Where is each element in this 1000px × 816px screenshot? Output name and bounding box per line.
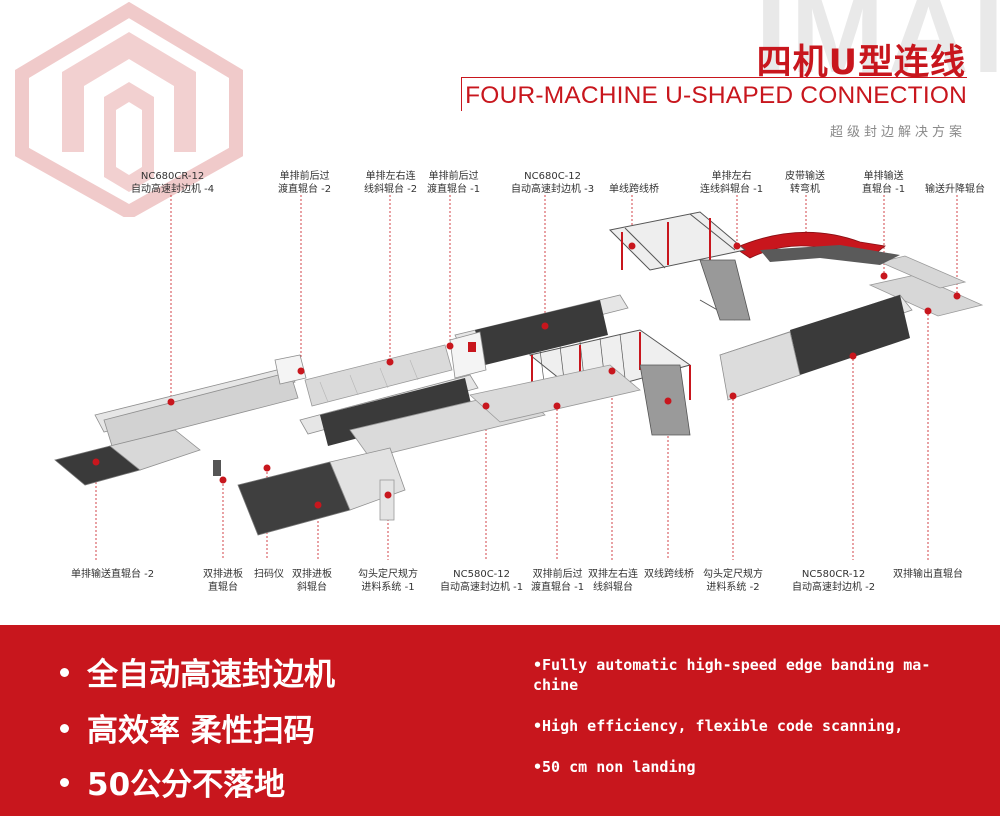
feature-cn-3: 50公分不落地 bbox=[60, 759, 285, 804]
label-single-conveyor-1: 单排输送直辊台 -1 bbox=[862, 171, 906, 195]
page-title-cn: 四机U型连线 bbox=[756, 43, 966, 83]
label-hook-feeding-1: 勾头定尺规方进料系统 -1 bbox=[358, 569, 418, 593]
feature-cn-1: 全自动高速封边机 bbox=[60, 649, 335, 694]
label-belt-turner: 皮带输送转弯机 bbox=[785, 171, 825, 195]
label-single-conveyor-2: 单排输送直辊台 -2 bbox=[71, 569, 155, 580]
bullet-icon bbox=[60, 778, 69, 787]
label-single-transition-1: 单排前后过渡直辊台 -1 bbox=[427, 171, 481, 195]
label-single-transition-2: 单排前后过渡直辊台 -2 bbox=[278, 171, 332, 195]
bullet-icon bbox=[60, 724, 69, 733]
feature-en-3: •50 cm non landing bbox=[533, 758, 696, 776]
brand-watermark: IMAI bbox=[755, 0, 1000, 96]
label-double-infeed-straight: 双排进板直辊台 bbox=[203, 569, 243, 593]
imai-logo bbox=[15, 2, 243, 217]
label-double-bridge: 双线跨线桥 bbox=[644, 569, 694, 580]
features-band: 全自动高速封边机 高效率 柔性扫码 50公分不落地 •Fully automat… bbox=[0, 625, 1000, 816]
label-single-lr-incline-2: 单排左右连线斜辊台 -2 bbox=[364, 171, 418, 195]
label-double-output: 双排输出直辊台 bbox=[893, 569, 963, 580]
label-lift-table: 输送升降辊台 bbox=[925, 184, 985, 195]
title-divider bbox=[461, 77, 967, 78]
feature-en-1: •Fully automatic high-speed edge banding… bbox=[533, 656, 931, 694]
label-double-transition-1: 双排前后过渡直辊台 -1 bbox=[531, 569, 585, 593]
feature-en-2: •High efficiency, flexible code scanning… bbox=[533, 717, 904, 735]
label-hook-feeding-2: 勾头定尺规方进料系统 -2 bbox=[703, 569, 763, 593]
page-subtitle: 超级封边解决方案 bbox=[829, 125, 966, 140]
feature-cn-2: 高效率 柔性扫码 bbox=[60, 705, 315, 750]
label-barcode-scanner: 扫码仪 bbox=[254, 569, 284, 580]
label-double-lr-incline: 双排左右连线斜辊台 bbox=[588, 569, 638, 593]
label-double-infeed-incline: 双排进板斜辊台 bbox=[292, 569, 332, 593]
bullet-icon bbox=[60, 668, 69, 677]
page-title-en: FOUR-MACHINE U-SHAPED CONNECTION bbox=[465, 82, 967, 109]
label-single-bridge: 单线跨线桥 bbox=[609, 184, 659, 195]
line-illustration bbox=[54, 195, 984, 560]
title-divider-tick bbox=[461, 77, 462, 111]
label-single-lr-incline-1: 单排左右连线斜辊台 -1 bbox=[700, 171, 764, 195]
